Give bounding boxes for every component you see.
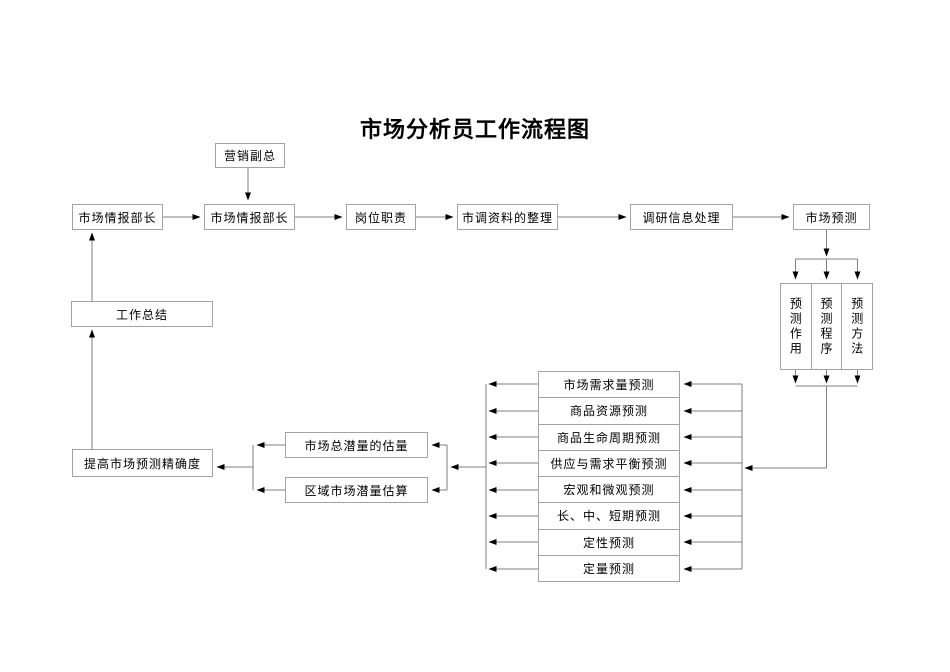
node-total-market-potential-estimate: 市场总潜量的估量 (285, 432, 428, 458)
node-work-summary: 工作总结 (71, 301, 213, 327)
connector-lines (89, 168, 861, 572)
node-product-lifecycle-forecast: 商品生命周期预测 (539, 423, 679, 450)
forecast-type-stack: 市场需求量预测 商品资源预测 商品生命周期预测 供应与需求平衡预测 宏观和微观预… (538, 371, 680, 582)
node-marketing-vp: 营销副总 (215, 143, 285, 168)
node-regional-market-potential-estimate: 区域市场潜量估算 (285, 477, 428, 503)
node-commodity-resource-forecast: 商品资源预测 (539, 397, 679, 423)
node-job-duties: 岗位职责 (346, 204, 416, 230)
node-qualitative-forecast: 定性预测 (539, 528, 679, 555)
node-forecast-role: 预测作用 (788, 296, 803, 357)
node-macro-micro-forecast: 宏观和微观预测 (539, 476, 679, 502)
node-forecast-method: 预测方法 (841, 284, 872, 369)
node-market-intel-chief-2: 市场情报部长 (204, 204, 295, 230)
node-supply-demand-balance-forecast: 供应与需求平衡预测 (539, 449, 679, 476)
node-market-demand-forecast: 市场需求量预测 (563, 378, 655, 393)
node-market-intel-chief-1: 市场情报部长 (72, 204, 163, 230)
node-forecast-procedure: 预测程序 (810, 284, 842, 369)
flowchart-title: 市场分析员工作流程图 (359, 117, 590, 142)
node-long-mid-short-term-forecast: 长、中、短期预测 (539, 502, 679, 528)
node-improve-forecast-accuracy: 提高市场预测精确度 (72, 449, 213, 477)
node-market-forecast: 市场预测 (793, 204, 870, 230)
node-quantitative-forecast: 定量预测 (539, 554, 679, 581)
node-survey-data-organizing: 市调资料的整理 (457, 204, 558, 230)
node-research-info-processing: 调研信息处理 (630, 204, 733, 230)
forecast-dimension-panel: 预测作用 预测程序 预测方法 (780, 283, 873, 370)
